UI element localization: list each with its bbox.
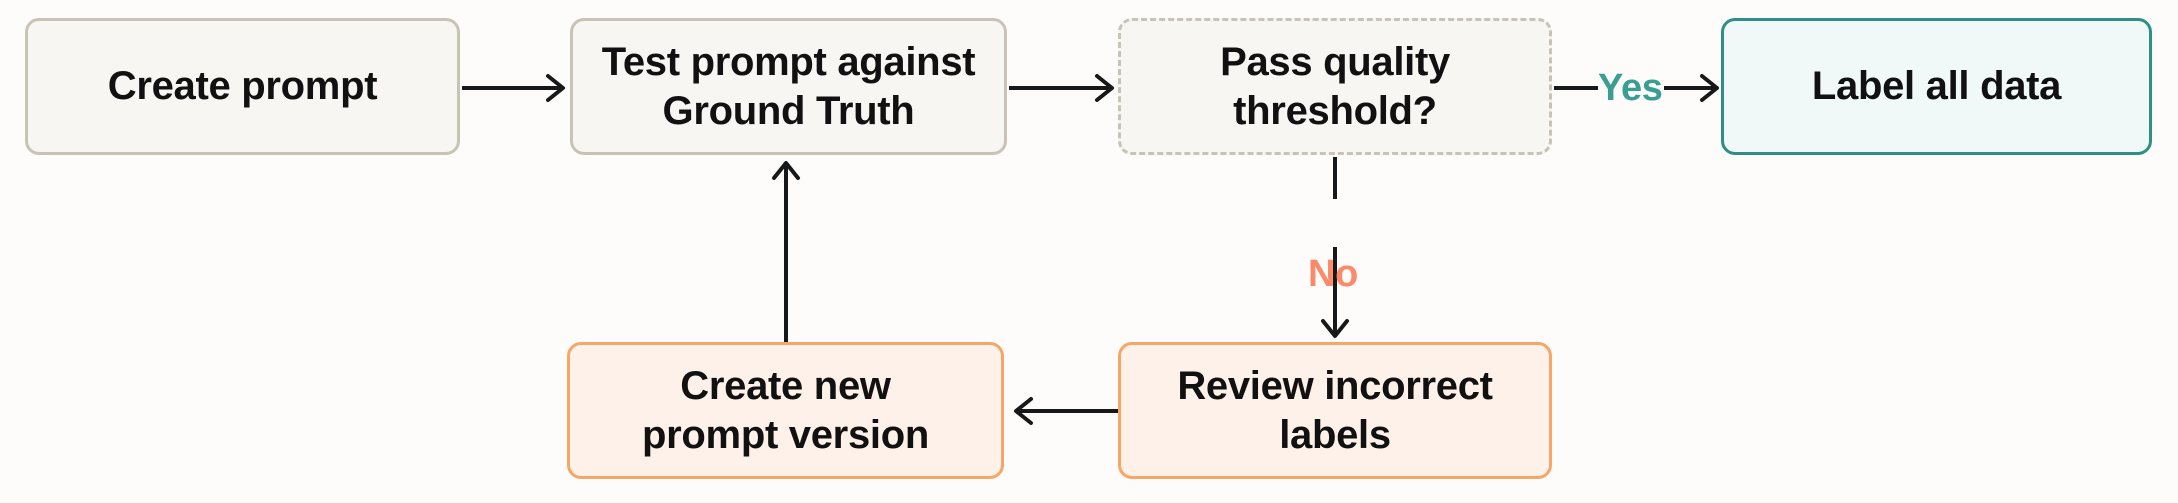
node-review-incorrect-labels-label: Review incorrect labels (1177, 363, 1493, 457)
node-create-prompt[interactable]: Create prompt (25, 18, 460, 155)
node-pass-quality-threshold[interactable]: Pass quality threshold? (1118, 18, 1552, 155)
edge-test-prompt-to-pass-quality (1009, 68, 1121, 108)
edge-review-incorrect-to-create-new-version (1005, 391, 1120, 431)
node-create-new-prompt-version-label: Create new prompt version (642, 363, 929, 457)
node-label-all-data-label: Label all data (1811, 64, 2062, 109)
edge-pass-quality-to-review-incorrect (1315, 157, 1355, 343)
node-test-prompt[interactable]: Test prompt against Ground Truth (570, 18, 1007, 155)
edge-create-prompt-to-test-prompt (462, 68, 572, 108)
node-create-new-prompt-version[interactable]: Create new prompt version (567, 342, 1004, 479)
edge-create-new-version-to-test-prompt (766, 155, 806, 343)
node-pass-quality-threshold-label: Pass quality threshold? (1220, 39, 1450, 133)
node-review-incorrect-labels[interactable]: Review incorrect labels (1118, 342, 1552, 479)
edge-label-no: No (1308, 253, 1359, 295)
node-create-prompt-label: Create prompt (107, 64, 378, 109)
node-test-prompt-label: Test prompt against Ground Truth (601, 39, 976, 133)
node-label-all-data[interactable]: Label all data (1721, 18, 2152, 155)
edge-label-yes: Yes (1598, 67, 1663, 109)
